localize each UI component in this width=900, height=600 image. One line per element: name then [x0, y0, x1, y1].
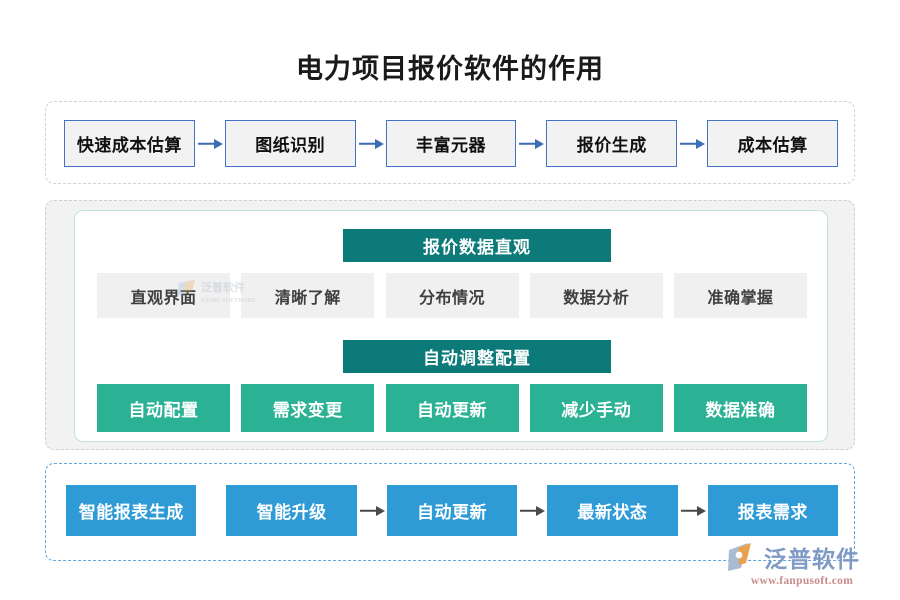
row3-box-2[interactable]: 智能升级: [226, 485, 357, 536]
gray-chip-1-label: 直观界面: [130, 289, 197, 307]
green-chip-5-label: 数据准确: [705, 400, 776, 420]
row3-box-2-label: 智能升级: [256, 503, 327, 522]
green-chip-2[interactable]: 需求变更: [241, 384, 375, 432]
green-chip-4[interactable]: 减少手动: [529, 384, 663, 432]
arrow-head: [696, 505, 706, 516]
section-header-quote-data: 报价数据直观: [343, 229, 611, 262]
arrow-shaft: [520, 509, 538, 512]
row3-box-4-label: 最新状态: [577, 503, 648, 522]
arrow-head: [375, 505, 385, 516]
gray-chip-5[interactable]: 准确掌握: [674, 273, 807, 318]
process-row-1-container: 快速成本估算 图纸识别 丰富元器 报价生成: [45, 101, 855, 184]
row1-box-5[interactable]: 成本估算: [707, 120, 838, 167]
arrow-head: [213, 138, 223, 149]
feature-section-panel: 报价数据直观 直观界面 清晰了解 分布情况 数据分析 准确掌握: [74, 210, 828, 442]
row1-box-3-label: 丰富元器: [415, 136, 486, 155]
arrow-head: [374, 138, 384, 149]
green-chip-3-label: 自动更新: [417, 400, 487, 420]
row3-box-5[interactable]: 报表需求: [707, 485, 839, 536]
process-row-3-flow: 智能报表生成 智能升级 自动更新 最新状态: [66, 485, 839, 536]
green-chip-1-label: 自动配置: [128, 400, 199, 420]
feature-section-container: 报价数据直观 直观界面 清晰了解 分布情况 数据分析 准确掌握: [45, 200, 855, 450]
arrow-right-icon: [517, 504, 547, 518]
gray-chip-5-label: 准确掌握: [707, 289, 774, 307]
arrow-shaft: [519, 142, 537, 145]
feature-chip-row-green: 自动配置 需求变更 自动更新 减少手动 数据准确: [97, 384, 807, 432]
arrow-right-icon: [195, 137, 225, 151]
gray-chip-3-label: 分布情况: [418, 289, 485, 307]
row3-box-5-label: 报表需求: [737, 503, 808, 522]
green-chip-4-label: 减少手动: [561, 400, 632, 420]
process-row-1-flow: 快速成本估算 图纸识别 丰富元器 报价生成: [64, 120, 838, 167]
arrow-shaft: [359, 509, 377, 512]
arrow-head: [535, 138, 545, 149]
section-header-auto-config: 自动调整配置: [343, 340, 611, 373]
arrow-shaft: [358, 142, 376, 145]
row1-box-4[interactable]: 报价生成: [546, 120, 678, 167]
row1-box-3[interactable]: 丰富元器: [385, 120, 517, 167]
row1-box-4-label: 报价生成: [576, 136, 647, 155]
green-chip-1[interactable]: 自动配置: [97, 384, 230, 432]
row1-box-5-label: 成本估算: [737, 136, 808, 155]
arrow-shaft: [680, 509, 698, 512]
row1-box-1-label: 快速成本估算: [76, 136, 182, 155]
arrow-shaft: [197, 142, 215, 145]
row3-box-4[interactable]: 最新状态: [547, 485, 678, 536]
arrow-right-icon: [356, 137, 386, 151]
row1-box-2[interactable]: 图纸识别: [224, 120, 356, 167]
green-chip-5[interactable]: 数据准确: [674, 384, 807, 432]
page-title: 电力项目报价软件的作用: [296, 54, 604, 84]
arrow-right-icon: [677, 137, 707, 151]
arrow-right-icon: [357, 504, 387, 518]
feature-chip-row-gray: 直观界面 清晰了解 分布情况 数据分析 准确掌握: [97, 273, 807, 318]
green-chip-2-label: 需求变更: [272, 400, 343, 420]
row3-box-1[interactable]: 智能报表生成: [66, 485, 197, 536]
logo-url-text: www.fanpusoft.com: [750, 575, 854, 587]
gray-chip-4-label: 数据分析: [563, 289, 630, 307]
row3-box-3-label: 自动更新: [417, 503, 488, 522]
gray-chip-2[interactable]: 清晰了解: [241, 273, 375, 318]
arrow-head: [696, 138, 706, 149]
row3-box-3[interactable]: 自动更新: [386, 485, 518, 536]
gray-chip-3[interactable]: 分布情况: [385, 273, 519, 318]
row3-box-1-label: 智能报表生成: [78, 503, 184, 522]
green-chip-3[interactable]: 自动更新: [385, 384, 519, 432]
gray-chip-2-label: 清晰了解: [274, 289, 341, 307]
arrow-head: [536, 505, 546, 516]
row1-box-2-label: 图纸识别: [255, 136, 326, 155]
row1-box-1[interactable]: 快速成本估算: [64, 120, 195, 167]
gray-chip-1[interactable]: 直观界面: [97, 273, 230, 318]
arrow-right-icon: [516, 137, 546, 151]
arrow-right-icon: [678, 504, 708, 518]
gray-chip-4[interactable]: 数据分析: [529, 273, 663, 318]
process-row-3-container: 智能报表生成 智能升级 自动更新 最新状态: [45, 463, 855, 561]
arrow-shaft: [680, 142, 698, 145]
